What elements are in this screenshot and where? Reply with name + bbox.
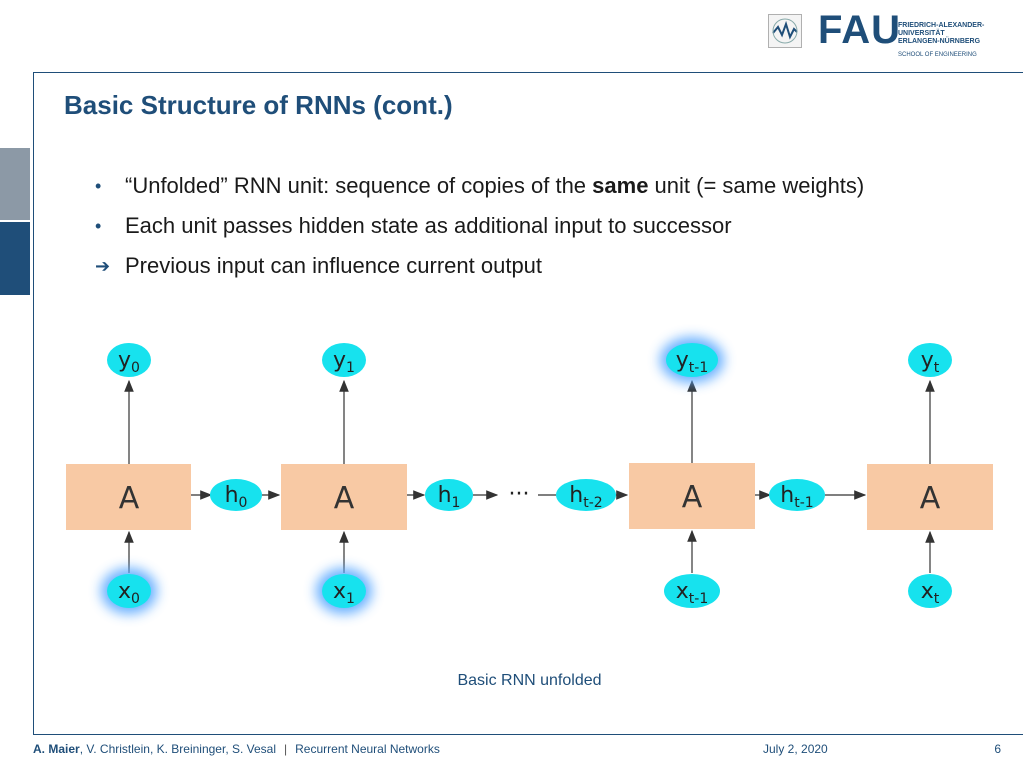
bullet-marker: • bbox=[95, 176, 102, 196]
slide-frame bbox=[33, 72, 1023, 735]
slide-title: Basic Structure of RNNs (cont.) bbox=[64, 90, 453, 120]
unit-label: A bbox=[920, 481, 941, 516]
school-name: SCHOOL OF ENGINEERING bbox=[898, 52, 977, 58]
input-node bbox=[908, 574, 952, 608]
hidden-node bbox=[425, 479, 473, 511]
university-line: FRIEDRICH-ALEXANDER- bbox=[898, 22, 985, 29]
input-node bbox=[107, 574, 151, 608]
output-node-label: yt bbox=[921, 348, 940, 376]
bullet-item: ➔ Previous input can influence current o… bbox=[95, 250, 1005, 290]
hidden-node-label: ht-2 bbox=[569, 483, 602, 511]
rnn-unit bbox=[867, 464, 993, 530]
input-node-label: x0 bbox=[118, 579, 140, 607]
input-node bbox=[664, 574, 720, 608]
unit-label: A bbox=[119, 481, 140, 516]
bullet-item: • “Unfolded” RNN unit: sequence of copie… bbox=[95, 170, 1005, 210]
lab-logo bbox=[768, 14, 802, 48]
arrow-marker: ➔ bbox=[95, 256, 111, 276]
bullet-item: • Each unit passes hidden state as addit… bbox=[95, 210, 1005, 250]
ellipsis: ··· bbox=[509, 482, 530, 507]
rnn-unit bbox=[66, 464, 191, 530]
bullet-text: Each unit passes hidden state as additio… bbox=[125, 213, 732, 238]
page-number: 6 bbox=[994, 742, 1001, 756]
rnn-unit bbox=[629, 463, 755, 529]
hidden-node-label: ht-1 bbox=[780, 483, 813, 511]
fau-logo: FAU bbox=[818, 8, 901, 52]
output-node bbox=[322, 343, 366, 377]
hidden-node bbox=[210, 479, 262, 511]
sidebar-tab-section bbox=[0, 148, 30, 220]
footer: A. Maier, V. Christlein, K. Breininger, … bbox=[33, 742, 1013, 760]
hidden-node bbox=[769, 479, 825, 511]
university-line: ERLANGEN-NÜRNBERG bbox=[898, 38, 981, 45]
output-node bbox=[908, 343, 952, 377]
input-node-label: x1 bbox=[333, 579, 355, 607]
output-node-label: y1 bbox=[333, 348, 355, 376]
hidden-node-label: h0 bbox=[225, 483, 248, 511]
input-node-label: xt-1 bbox=[676, 579, 708, 607]
hidden-node bbox=[556, 479, 616, 511]
sidebar-tab-current bbox=[0, 222, 30, 295]
unit-label: A bbox=[334, 481, 355, 516]
university-line: UNIVERSITÄT bbox=[898, 30, 945, 37]
course-name: Recurrent Neural Networks bbox=[295, 742, 440, 756]
output-node bbox=[107, 343, 151, 377]
bullet-list: • “Unfolded” RNN unit: sequence of copie… bbox=[95, 170, 1005, 290]
output-node-label: y0 bbox=[118, 348, 140, 376]
footer-date: July 2, 2020 bbox=[763, 742, 828, 756]
bold-word: same bbox=[592, 173, 649, 198]
output-node-label: yt-1 bbox=[676, 348, 708, 376]
input-node bbox=[322, 574, 366, 608]
figure-caption: Basic RNN unfolded bbox=[457, 672, 602, 689]
university-name: FRIEDRICH-ALEXANDER- UNIVERSITÄT ERLANGE… bbox=[898, 22, 1008, 46]
bullet-text: “Unfolded” RNN unit: sequence of copies … bbox=[125, 173, 865, 198]
lead-author: A. Maier bbox=[33, 742, 80, 756]
output-node bbox=[666, 343, 718, 377]
hidden-node-label: h1 bbox=[438, 483, 461, 511]
rnn-unit bbox=[281, 464, 407, 530]
input-node-label: xt bbox=[921, 579, 940, 607]
bullet-text: Previous input can influence current out… bbox=[125, 253, 543, 278]
footer-authors: A. Maier, V. Christlein, K. Breininger, … bbox=[33, 742, 440, 756]
bullet-marker: • bbox=[95, 216, 102, 236]
unit-label: A bbox=[682, 480, 703, 515]
